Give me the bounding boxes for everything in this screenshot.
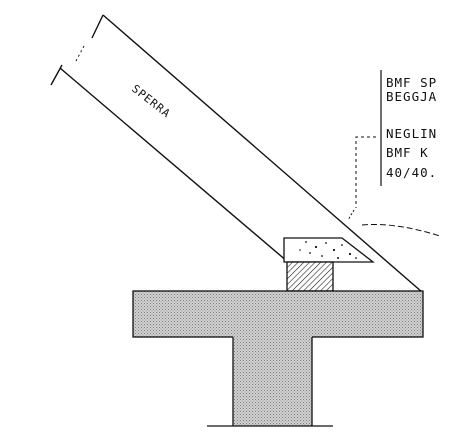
note-line: BMF SP — [386, 75, 437, 90]
wall-plate — [286, 261, 334, 292]
concrete-wall — [232, 336, 313, 426]
note-line: NEGLIN — [386, 126, 437, 141]
concrete-slab — [132, 290, 424, 338]
rafter — [50, 14, 423, 293]
note-line: BEGGJA — [386, 89, 437, 104]
note-line: BMF K — [386, 145, 429, 160]
note-line: 40/40. — [386, 165, 437, 180]
mortar-wedge — [283, 237, 375, 263]
note-group-1: BMF SP BEGGJA — [386, 75, 437, 104]
leader-lines — [347, 136, 441, 237]
rafter-label: SPERRA — [129, 82, 173, 120]
note-group-2: NEGLIN BMF K 40/40. — [386, 126, 437, 180]
